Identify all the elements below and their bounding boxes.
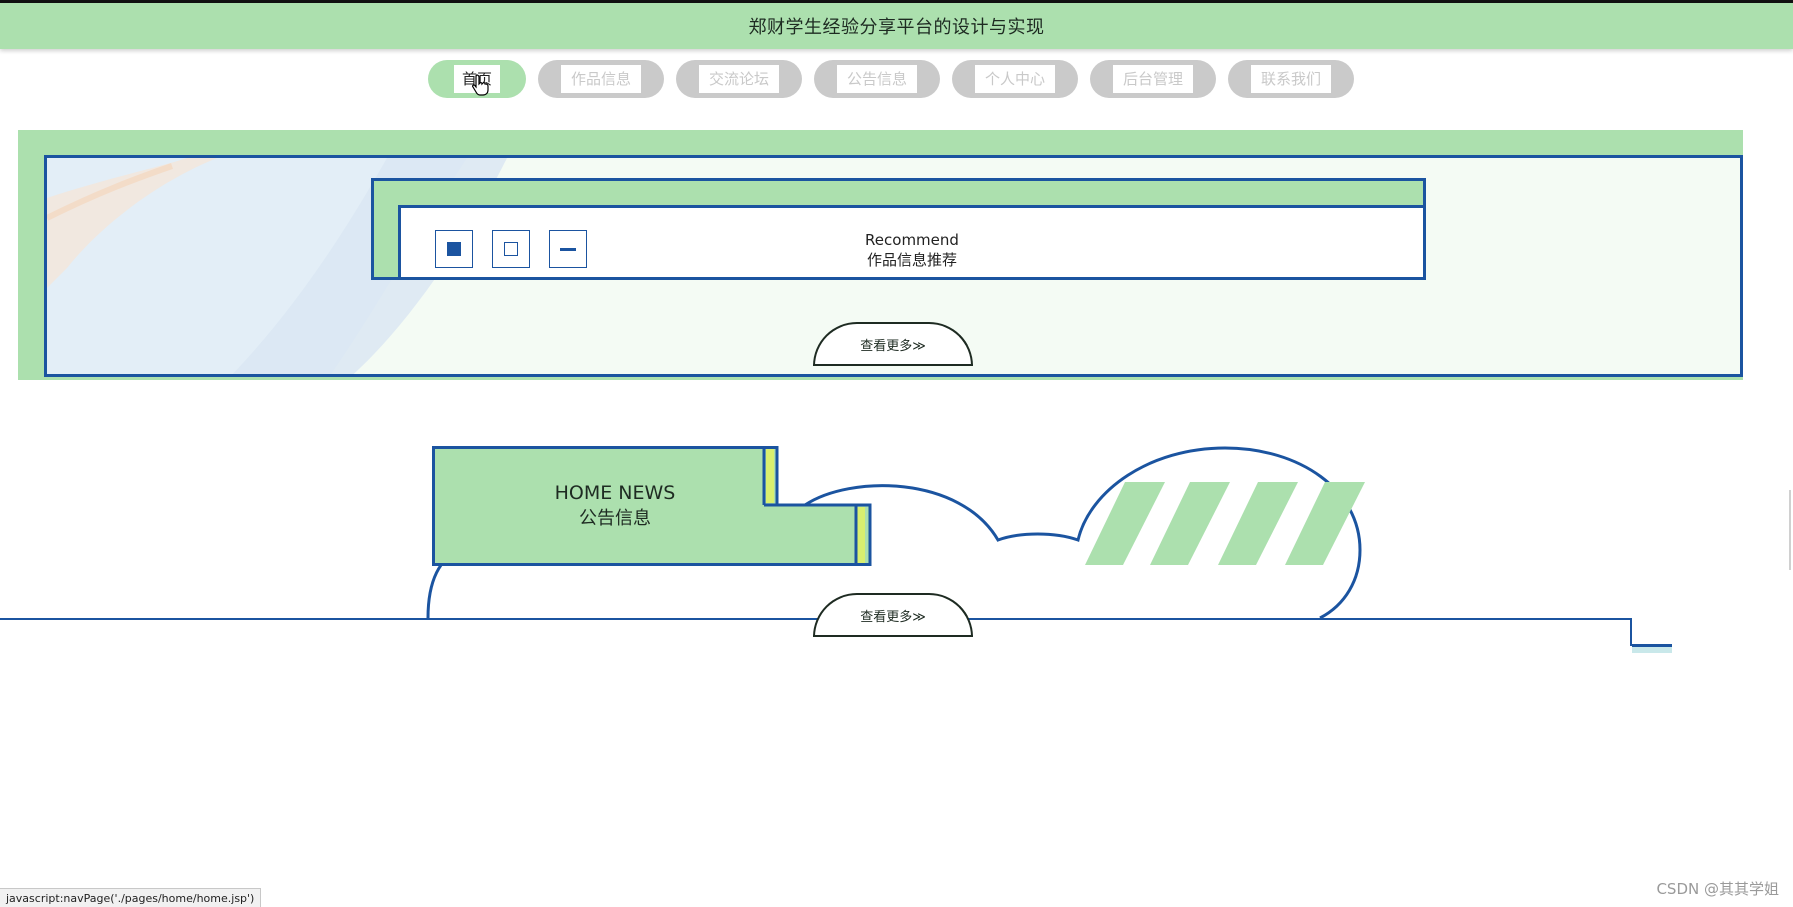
nav-item-notices[interactable]: 公告信息	[814, 60, 940, 98]
recommend-title-panel: Recommend 作品信息推荐	[398, 205, 1426, 280]
filled-square-icon	[447, 242, 461, 256]
status-bar-url: javascript:navPage('./pages/home/home.js…	[0, 888, 262, 907]
divider-tab	[1632, 644, 1672, 647]
main-nav: 首页 作品信息 交流论坛 公告信息 个人中心 后台管理 联系我们	[428, 60, 1354, 98]
maximize-button[interactable]	[492, 230, 530, 268]
nav-item-contact[interactable]: 联系我们	[1228, 60, 1354, 98]
nav-label: 后台管理	[1112, 65, 1193, 93]
nav-label: 交流论坛	[698, 65, 779, 93]
news-title-en: HOME NEWS	[554, 482, 676, 504]
decorative-cloud	[426, 446, 1365, 620]
scrollbar[interactable]	[1789, 490, 1791, 570]
news-title-cn: 公告信息	[579, 508, 651, 529]
grid-view-button[interactable]	[435, 230, 473, 268]
nav-item-home[interactable]: 首页	[428, 60, 526, 98]
nav-label: 联系我们	[1250, 65, 1331, 93]
divider-step	[1630, 618, 1632, 646]
recommend-title-cn: 作品信息推荐	[866, 251, 957, 269]
dash-icon	[560, 247, 576, 251]
nav-label: 个人中心	[974, 65, 1055, 93]
news-heading: HOME NEWS 公告信息	[432, 446, 798, 566]
site-title: 郑财学生经验分享平台的设计与实现	[748, 17, 1045, 38]
nav-label: 作品信息	[560, 65, 641, 93]
nav-item-forum[interactable]: 交流论坛	[676, 60, 802, 98]
news-title-back-panel	[432, 446, 872, 566]
news-more-button[interactable]: 查看更多≫	[813, 593, 973, 637]
top-border	[0, 0, 1793, 3]
divider-tab-fill	[1632, 647, 1672, 653]
recommend-title-en: Recommend	[865, 231, 959, 249]
outline-square-icon	[504, 242, 518, 256]
minimize-button[interactable]	[549, 230, 587, 268]
site-header: 郑财学生经验分享平台的设计与实现	[0, 3, 1793, 49]
nav-item-works[interactable]: 作品信息	[538, 60, 664, 98]
hand-cursor-icon	[472, 74, 489, 96]
recommend-heading: Recommend 作品信息推荐	[401, 230, 1423, 270]
watermark-text: CSDN @其其学姐	[1656, 880, 1779, 898]
nav-item-personal-center[interactable]: 个人中心	[952, 60, 1078, 98]
nav-label: 公告信息	[836, 65, 917, 93]
nav-item-admin[interactable]: 后台管理	[1090, 60, 1216, 98]
recommend-more-button[interactable]: 查看更多≫	[813, 322, 973, 366]
